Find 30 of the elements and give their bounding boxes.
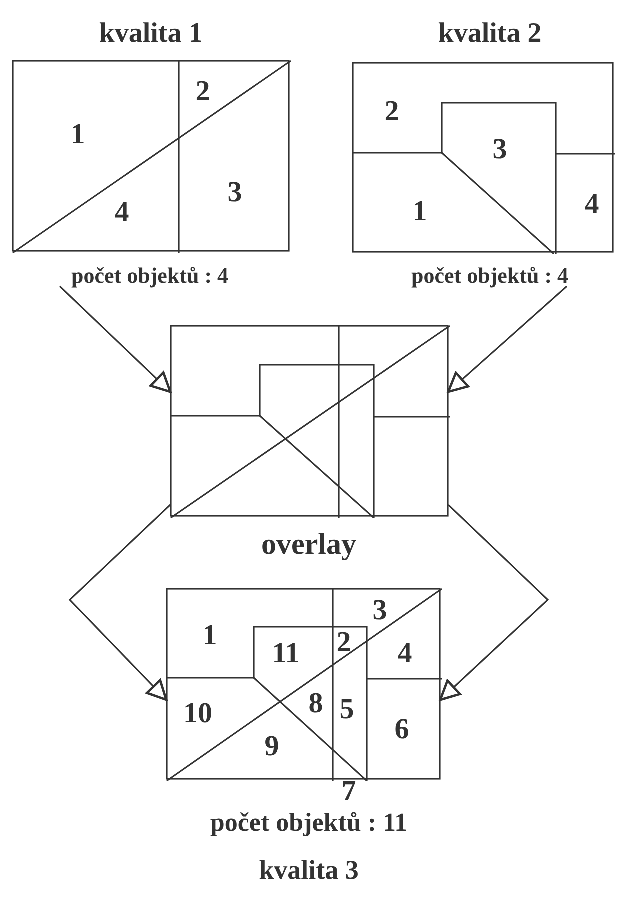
region-number: 5 <box>340 696 354 724</box>
region-number: 10 <box>184 700 212 728</box>
map-title: kvalita 2 <box>438 20 542 48</box>
map-title: kvalita 3 <box>259 857 359 884</box>
region-number: 4 <box>584 190 600 220</box>
region-number: 1 <box>70 120 86 150</box>
region-number: 6 <box>394 716 410 744</box>
object-count: počet objektů : 4 <box>71 265 229 287</box>
region-number: 3 <box>492 136 508 164</box>
region-number: 11 <box>272 640 300 668</box>
region-number: 2 <box>336 628 352 658</box>
map-title: kvalita 1 <box>99 20 203 48</box>
region-number: 1 <box>412 198 428 226</box>
object-count: počet objektů : 4 <box>411 265 569 287</box>
arrow <box>439 504 550 702</box>
region-number: 4 <box>114 198 130 228</box>
region-number: 2 <box>196 78 210 106</box>
arrow <box>447 286 568 394</box>
overlay-caption: overlay <box>262 530 356 560</box>
region-number: 2 <box>384 98 400 126</box>
object-count: počet objektů : 11 <box>210 810 408 836</box>
region-number: 7 <box>342 778 356 806</box>
region-number: 3 <box>372 596 388 626</box>
region-number: 9 <box>264 732 280 762</box>
region-number: 1 <box>202 622 218 650</box>
arrow <box>59 286 172 394</box>
region-number: 4 <box>398 640 412 668</box>
arrow <box>68 504 172 702</box>
region-number: 3 <box>228 178 242 208</box>
region-number: 8 <box>308 690 324 718</box>
